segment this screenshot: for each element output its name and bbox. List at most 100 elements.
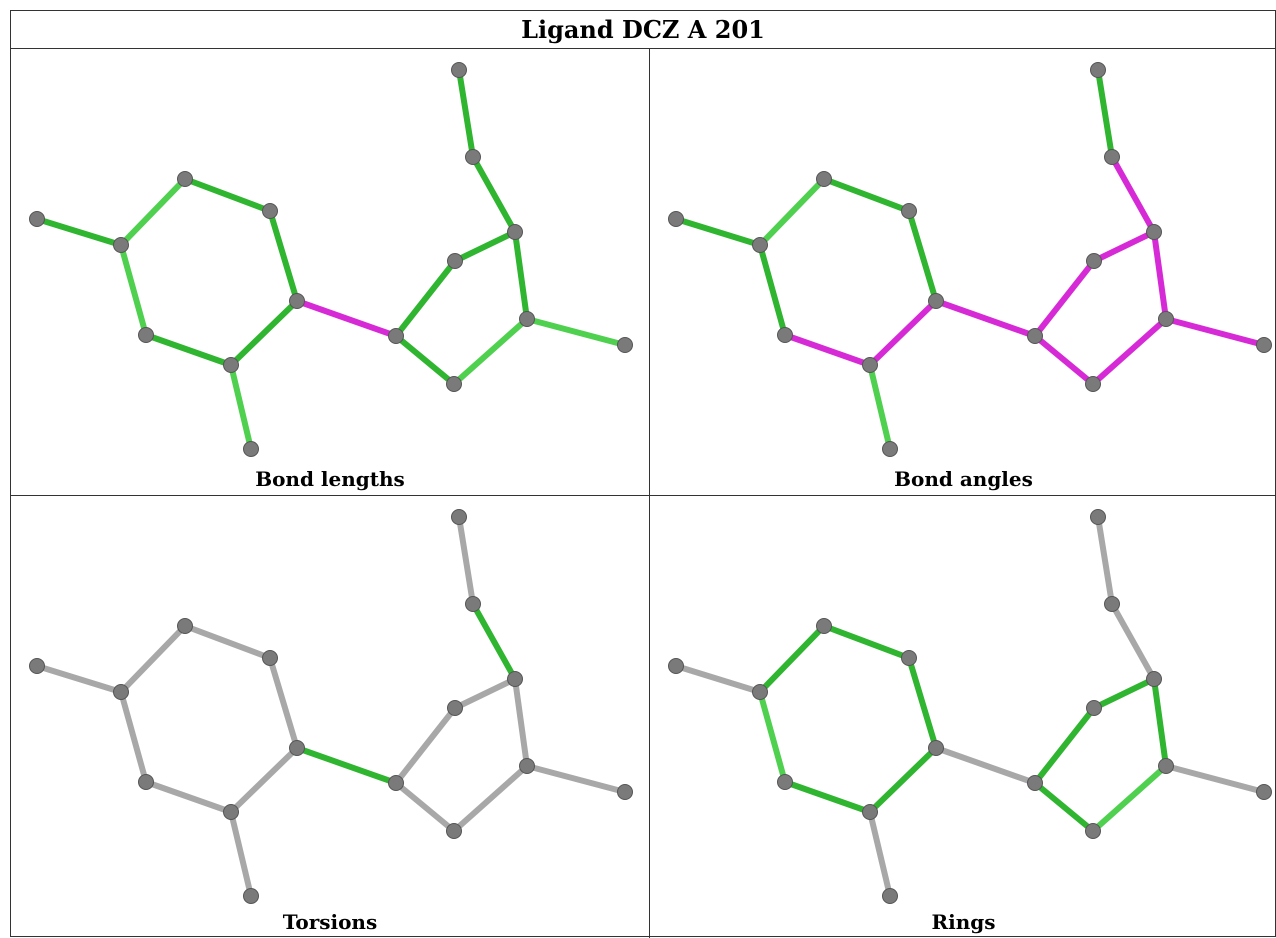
atom <box>519 758 535 774</box>
atom <box>816 171 832 187</box>
bond <box>452 676 518 711</box>
atom <box>507 224 523 240</box>
bond <box>782 779 873 815</box>
atom <box>243 888 259 904</box>
atom <box>617 337 633 353</box>
bond <box>182 176 273 214</box>
atom <box>262 203 278 219</box>
atom <box>1085 823 1101 839</box>
atom <box>447 253 463 269</box>
bond <box>867 362 893 452</box>
atom <box>862 357 878 373</box>
bond <box>456 67 476 160</box>
atom <box>1085 376 1101 392</box>
bond <box>228 362 254 452</box>
atom <box>289 740 305 756</box>
atom <box>138 327 154 343</box>
atom <box>223 804 239 820</box>
atom <box>928 740 944 756</box>
bond <box>294 745 399 786</box>
atom <box>816 618 832 634</box>
atom <box>901 650 917 666</box>
bond <box>1095 514 1115 607</box>
bond <box>1163 316 1267 348</box>
bond <box>757 242 788 338</box>
bond <box>906 655 939 751</box>
atom <box>752 237 768 253</box>
atom <box>447 700 463 716</box>
bond <box>1091 676 1157 711</box>
bond <box>393 258 458 339</box>
molecule-torsions <box>29 509 633 904</box>
bond <box>294 298 399 339</box>
bond <box>34 216 124 248</box>
bond <box>1151 676 1169 769</box>
caption-bond-angles: Bond angles <box>894 467 1033 491</box>
atom <box>1158 758 1174 774</box>
bond <box>933 298 1038 339</box>
atom <box>882 888 898 904</box>
atom <box>113 237 129 253</box>
bond <box>933 745 1038 786</box>
atom <box>262 650 278 666</box>
atom <box>29 211 45 227</box>
bond <box>867 809 893 899</box>
atom <box>289 293 305 309</box>
caption-torsions: Torsions <box>282 910 378 934</box>
panel-bond-angles: Bond angles <box>650 49 1276 495</box>
bond <box>1032 780 1096 834</box>
atom <box>1158 311 1174 327</box>
bond <box>867 745 939 815</box>
atom <box>177 618 193 634</box>
bond <box>1090 316 1169 387</box>
panel-bond-lengths: Bond lengths <box>11 49 649 495</box>
bond <box>1091 229 1157 264</box>
figure-table: Ligand DCZ A 201 Bond lengths Bond angle… <box>10 10 1276 938</box>
bond <box>673 663 763 695</box>
bond <box>1032 258 1097 339</box>
bond <box>757 176 827 248</box>
atom <box>901 203 917 219</box>
atom <box>1146 671 1162 687</box>
bond <box>512 229 530 322</box>
bond <box>34 663 124 695</box>
atom <box>668 211 684 227</box>
bond <box>1109 154 1157 235</box>
atom <box>668 658 684 674</box>
atom <box>138 774 154 790</box>
bond <box>782 332 873 368</box>
atom <box>1027 775 1043 791</box>
atom <box>882 441 898 457</box>
bond <box>524 763 628 795</box>
bond <box>757 623 827 695</box>
atom <box>1027 328 1043 344</box>
bond <box>1090 763 1169 834</box>
bond <box>393 333 457 387</box>
panel-rings: Rings <box>650 496 1276 938</box>
bond <box>524 316 628 348</box>
bond <box>267 208 300 304</box>
atom <box>1104 596 1120 612</box>
bond <box>1109 601 1157 682</box>
atom <box>1090 62 1106 78</box>
atom <box>451 509 467 525</box>
atom <box>1256 337 1272 353</box>
bond <box>228 745 300 815</box>
bond <box>1032 333 1096 387</box>
atom <box>777 774 793 790</box>
bond <box>228 809 254 899</box>
bond <box>451 316 530 387</box>
bond <box>1032 705 1097 786</box>
atom <box>29 658 45 674</box>
atom <box>451 62 467 78</box>
bond <box>906 208 939 304</box>
atom <box>617 784 633 800</box>
bond <box>143 332 234 368</box>
atom <box>388 328 404 344</box>
atom <box>1086 253 1102 269</box>
bond <box>182 623 273 661</box>
bond <box>143 779 234 815</box>
bond <box>821 623 912 661</box>
atom <box>388 775 404 791</box>
